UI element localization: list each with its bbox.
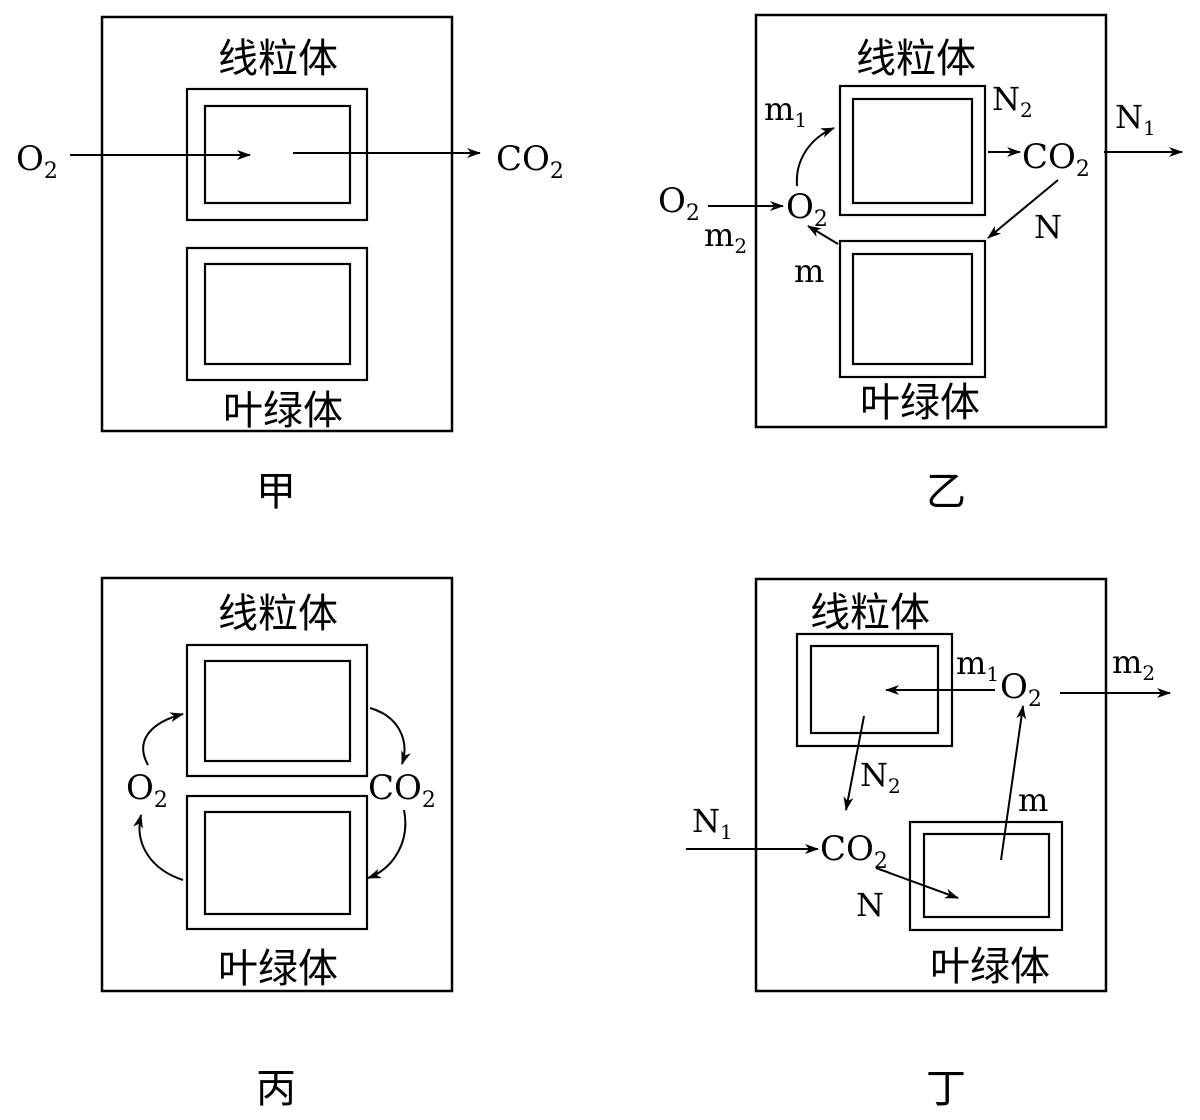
chloroplast-label: 叶绿体 (860, 380, 980, 426)
co2-label: CO2 (1022, 137, 1090, 182)
chloroplast (185, 246, 369, 382)
panel-bing: 线粒体 叶绿体 O2 CO2 丙 (100, 576, 454, 1112)
mitochondrion-label: 线粒体 (810, 590, 930, 636)
n1-label: N1 (692, 802, 733, 844)
m2-label: m2 (1112, 643, 1155, 685)
n-label: N (1034, 208, 1062, 246)
o2-in-label: O2 (16, 139, 58, 184)
mitochondrion-label: 线粒体 (218, 36, 338, 82)
n-arrow (987, 179, 1059, 239)
chloroplast (908, 820, 1064, 932)
chloroplast (838, 239, 987, 379)
m1-arrow (795, 127, 835, 187)
chloroplast (185, 794, 369, 931)
n2-label: N2 (860, 756, 901, 798)
o2-to-mito-arrow (142, 712, 184, 766)
m-arrow (1000, 705, 1027, 861)
panel-caption: 乙 (926, 469, 966, 515)
panel-yi: 线粒体 叶绿体 m1 N2 CO2 N1 N O2 m2 O2 m 乙 (658, 13, 1183, 515)
co2-out-label: CO2 (496, 139, 564, 184)
panel-caption: 丙 (256, 1066, 296, 1112)
n1-label: N1 (1115, 98, 1156, 140)
n-label: N (856, 886, 884, 924)
o2-label: O2 (126, 768, 168, 813)
cell-outline (754, 13, 1108, 429)
o2-label: O2 (1000, 667, 1042, 712)
co2-to-chloro-arrow (367, 809, 407, 879)
n-arrow (875, 867, 959, 899)
m-label: m (1018, 781, 1048, 819)
mito-to-co2-arrow (369, 707, 411, 765)
cell-outline (100, 576, 454, 993)
panel-ding: 线粒体 叶绿体 m1 O2 m2 m N2 N1 CO2 N 丁 (686, 577, 1171, 1112)
co2-label: CO2 (368, 768, 436, 813)
cell-outline (100, 15, 454, 433)
m1-label: m1 (764, 90, 807, 132)
panel-caption: 甲 (256, 469, 296, 515)
mitochondrion-label: 线粒体 (218, 591, 338, 637)
m1-label: m1 (956, 644, 999, 686)
mitochondrion-label: 线粒体 (856, 36, 976, 82)
panel-jia: 线粒体 叶绿体 O2 CO2 甲 (16, 15, 564, 515)
panel-caption: 丁 (926, 1066, 966, 1112)
cell-outline (754, 577, 1108, 993)
mitochondrion (185, 643, 369, 778)
m2-label: m2 (704, 216, 747, 258)
m-arrow (807, 225, 839, 245)
mitochondrion (838, 84, 987, 217)
chloro-to-o2-arrow (133, 814, 184, 881)
chloroplast-label: 叶绿体 (223, 388, 343, 434)
chloroplast-label: 叶绿体 (218, 946, 338, 992)
o2-inside-label: O2 (786, 187, 828, 232)
m-label: m (794, 252, 824, 290)
co2-label: CO2 (820, 829, 888, 874)
o2-outside-label: O2 (658, 181, 700, 226)
n2-label: N2 (992, 80, 1033, 122)
chloroplast-label: 叶绿体 (930, 944, 1050, 990)
n2-arrow (843, 715, 865, 811)
